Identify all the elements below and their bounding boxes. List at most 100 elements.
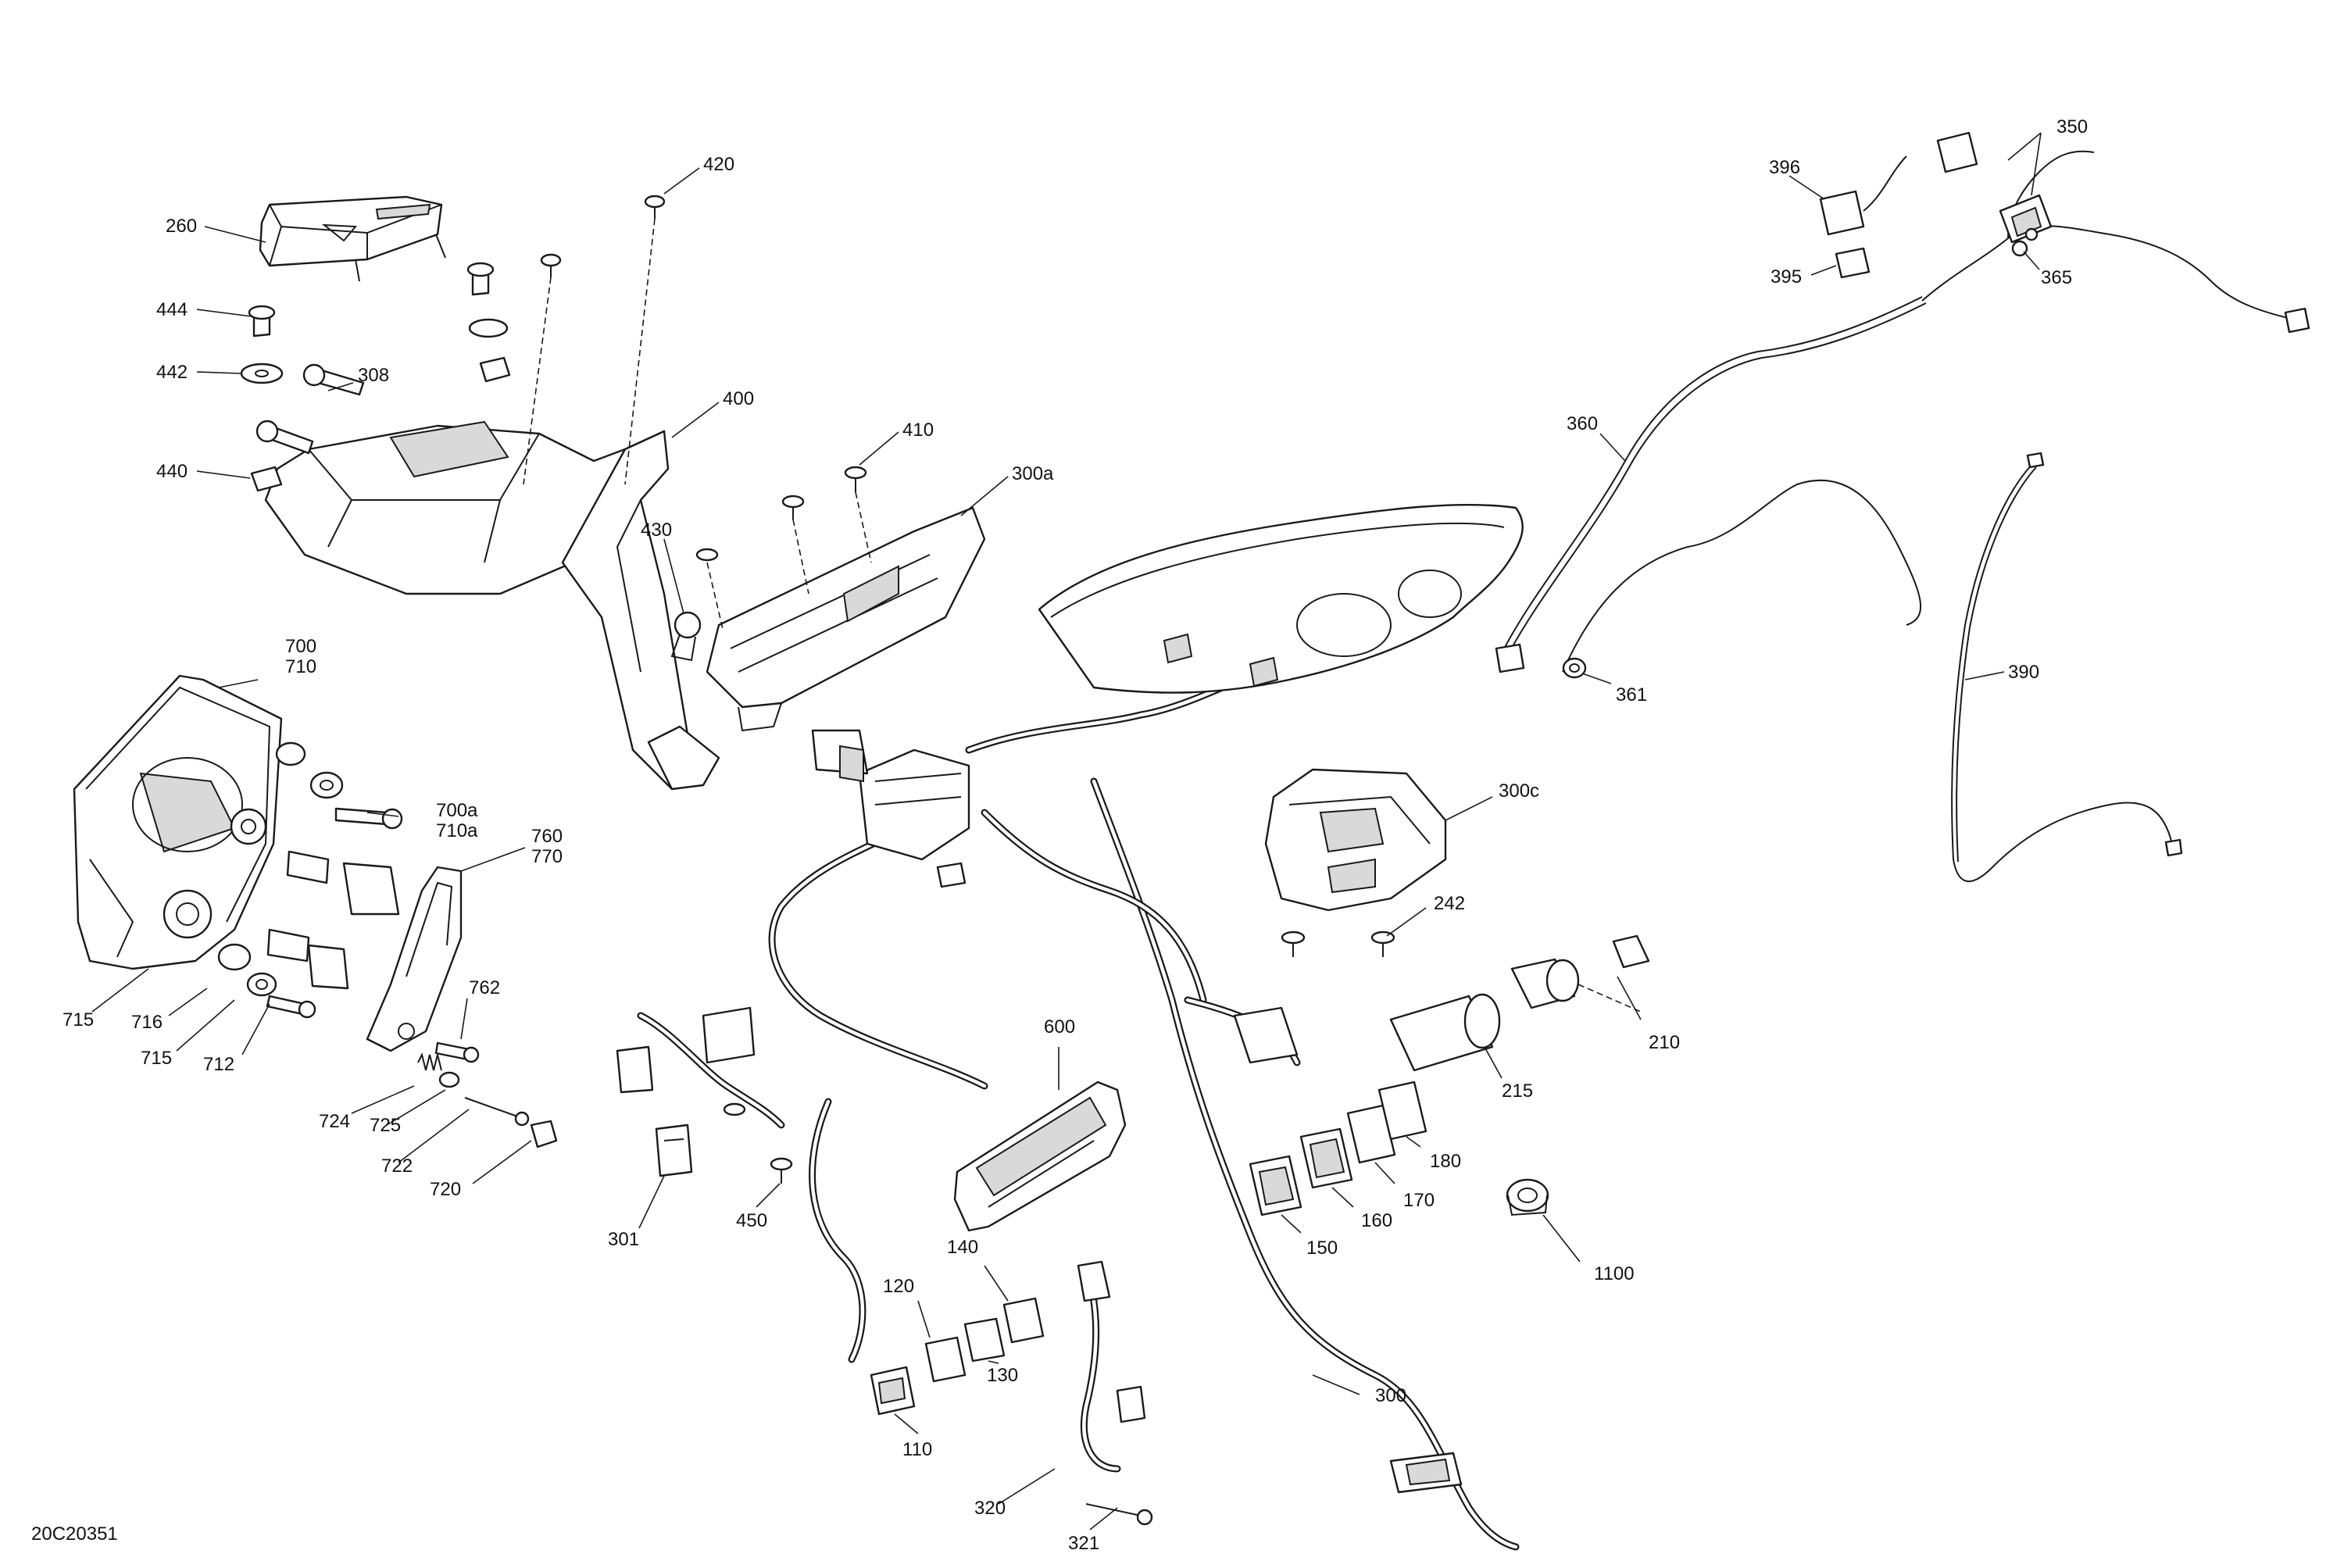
callout-1100: 1100 bbox=[1594, 1263, 1635, 1284]
callout-600: 600 bbox=[1044, 1016, 1075, 1038]
callout-450: 450 bbox=[736, 1210, 767, 1231]
callout-700a: 700a bbox=[436, 800, 478, 821]
part-260-cover bbox=[259, 195, 446, 282]
callout-762: 762 bbox=[469, 977, 500, 998]
part-715-716-washers bbox=[217, 741, 344, 997]
callout-722: 722 bbox=[381, 1155, 413, 1177]
callout-420: 420 bbox=[703, 154, 734, 175]
part-760-side-bracket bbox=[366, 866, 463, 1052]
part-361-grommet bbox=[1562, 657, 1587, 679]
part-724-washer bbox=[438, 1071, 460, 1088]
part-444-screw bbox=[248, 262, 495, 338]
part-adjusters bbox=[266, 850, 400, 990]
part-410-screw bbox=[695, 466, 872, 630]
part-440-clip bbox=[250, 356, 511, 492]
callout-170: 170 bbox=[1403, 1190, 1435, 1211]
part-396-connector bbox=[1819, 155, 1907, 236]
part-300c-relay-bracket bbox=[1264, 768, 1447, 912]
part-242-screw bbox=[1281, 930, 1395, 957]
callout-160: 160 bbox=[1361, 1210, 1392, 1231]
callout-770: 770 bbox=[531, 846, 563, 867]
callout-110: 110 bbox=[902, 1439, 932, 1460]
callout-301: 301 bbox=[608, 1229, 639, 1250]
part-712-bolt bbox=[266, 995, 316, 1019]
part-720-knob bbox=[530, 1120, 558, 1148]
callout-300a: 300a bbox=[1012, 463, 1054, 484]
part-215-sleeve bbox=[1389, 993, 1501, 1072]
part-722-screw bbox=[464, 1097, 530, 1127]
part-1100-socket bbox=[1506, 1178, 1549, 1216]
callout-242: 242 bbox=[1434, 893, 1465, 914]
callout-321: 321 bbox=[1068, 1533, 1099, 1554]
callout-210: 210 bbox=[1649, 1032, 1680, 1053]
callout-308: 308 bbox=[358, 365, 389, 386]
part-cluster-frame bbox=[1038, 503, 1524, 694]
callout-430: 430 bbox=[641, 520, 672, 541]
leader-lines bbox=[91, 132, 2042, 1530]
callout-700: 700 bbox=[285, 636, 316, 657]
part-321-screw bbox=[1085, 1503, 1153, 1526]
callout-120: 120 bbox=[883, 1276, 914, 1297]
callout-444: 444 bbox=[156, 299, 188, 320]
callout-715-lower: 715 bbox=[141, 1048, 172, 1069]
part-350-harness bbox=[1921, 131, 2310, 334]
part-725-spring bbox=[417, 1052, 442, 1071]
callout-390: 390 bbox=[2008, 662, 2039, 683]
callout-716: 716 bbox=[131, 1012, 163, 1033]
callout-215: 215 bbox=[1502, 1080, 1533, 1102]
callout-320: 320 bbox=[974, 1498, 1006, 1519]
part-300-main-harness bbox=[616, 656, 1520, 1551]
part-400-bracket-tray bbox=[264, 420, 720, 791]
part-700-headlight-housing bbox=[73, 674, 283, 970]
callout-442: 442 bbox=[156, 362, 188, 383]
part-170-switch bbox=[1346, 1104, 1396, 1164]
part-130-relay bbox=[963, 1317, 1006, 1363]
part-150-switch bbox=[1249, 1155, 1302, 1216]
part-390-harness bbox=[1951, 452, 2183, 883]
callout-360: 360 bbox=[1567, 413, 1598, 434]
callout-300c: 300c bbox=[1499, 780, 1539, 802]
part-110-relay-block bbox=[870, 1366, 916, 1416]
part-160-switch bbox=[1299, 1127, 1353, 1189]
callout-labels: 260 444 442 308 440 420 400 410 300a 430… bbox=[63, 116, 2088, 1554]
callout-725: 725 bbox=[370, 1115, 401, 1136]
part-140-relay bbox=[1002, 1297, 1045, 1344]
callout-260: 260 bbox=[166, 216, 197, 237]
part-308-screw bbox=[255, 363, 365, 455]
callout-710: 710 bbox=[285, 656, 316, 677]
part-180-switch bbox=[1377, 1080, 1427, 1141]
part-360-harness bbox=[1495, 296, 1927, 673]
part-420-screw bbox=[523, 195, 666, 485]
part-210-ignition-switch bbox=[1510, 934, 1650, 1009]
part-430-fastener bbox=[670, 611, 702, 662]
callout-712: 712 bbox=[203, 1054, 234, 1075]
callout-760: 760 bbox=[531, 826, 563, 847]
callout-440: 440 bbox=[156, 461, 188, 482]
part-300a-fuse-box bbox=[706, 506, 986, 732]
callout-400: 400 bbox=[723, 388, 754, 409]
part-600-instrument-cluster bbox=[953, 1080, 1127, 1232]
callout-720: 720 bbox=[430, 1179, 461, 1200]
callout-715-upper: 715 bbox=[63, 1009, 94, 1030]
part-395-relay bbox=[1835, 247, 1871, 279]
callout-724: 724 bbox=[319, 1111, 350, 1132]
drawing-code: 20C20351 bbox=[31, 1523, 118, 1545]
part-442-washer bbox=[240, 318, 509, 384]
callout-140: 140 bbox=[947, 1237, 978, 1258]
callout-180: 180 bbox=[1430, 1151, 1461, 1172]
part-450-screw bbox=[723, 1102, 793, 1184]
callout-300: 300 bbox=[1375, 1385, 1406, 1406]
callout-130: 130 bbox=[987, 1365, 1018, 1386]
callout-395: 395 bbox=[1771, 266, 1802, 288]
callout-150: 150 bbox=[1306, 1238, 1338, 1259]
callout-365: 365 bbox=[2041, 267, 2072, 288]
part-120-relay bbox=[924, 1336, 967, 1383]
callout-350: 350 bbox=[2056, 116, 2088, 138]
part-320-sub-harness bbox=[1077, 1260, 1146, 1473]
part-762-bolt bbox=[434, 1041, 480, 1063]
callout-410: 410 bbox=[902, 420, 934, 441]
part-301-connector bbox=[655, 1123, 693, 1177]
callout-710a: 710a bbox=[436, 820, 478, 841]
callout-396: 396 bbox=[1769, 157, 1800, 178]
